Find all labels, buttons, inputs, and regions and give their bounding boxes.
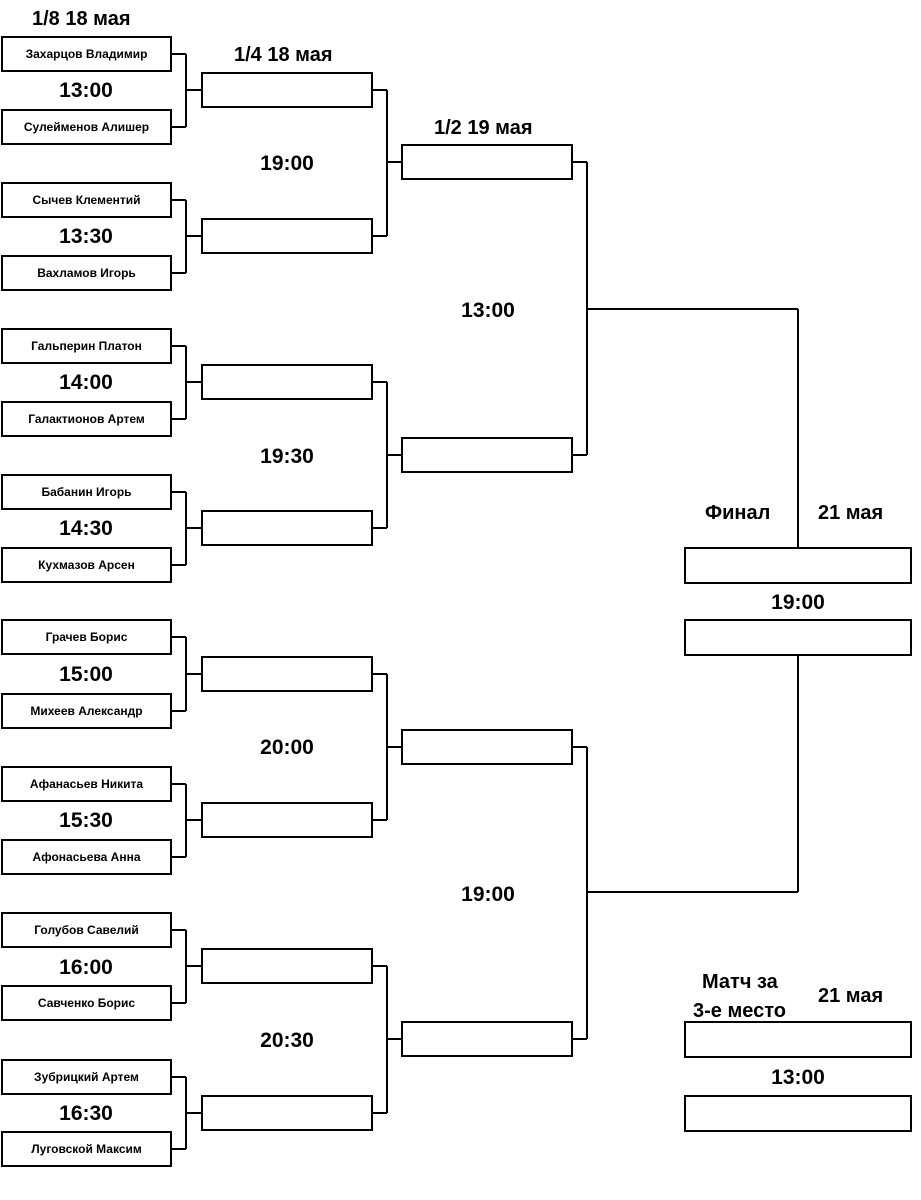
r16-match-6-time: 15:30 [59, 809, 113, 832]
r16-match-5-player-2: Михеев Александр [1, 693, 172, 729]
r16-match-4-time: 14:30 [59, 517, 113, 540]
third-place-label-line-2: 3-е место [693, 1000, 786, 1022]
sf-slot-3 [401, 729, 573, 765]
qf-slot-2 [201, 218, 373, 254]
third-place-slot-1 [684, 1021, 912, 1058]
final-time: 19:00 [771, 591, 825, 614]
final-label: Финал [705, 502, 771, 524]
r16-match-6-player-2: Афонасьева Анна [1, 839, 172, 875]
r16-match-3-player-1: Гальперин Платон [1, 328, 172, 364]
qf-slot-3 [201, 364, 373, 400]
r16-match-4-player-2: Кухмазов Арсен [1, 547, 172, 583]
r16-match-6-player-1: Афанасьев Никита [1, 766, 172, 802]
third-place-slot-2 [684, 1095, 912, 1132]
sf-slot-4 [401, 1021, 573, 1057]
qf-match-3-time: 20:00 [260, 736, 314, 759]
third-place-label-line-1: Матч за [702, 971, 778, 993]
quarterfinal-header: 1/4 18 мая [234, 44, 333, 66]
sf-match-1-time: 13:00 [461, 299, 515, 322]
sf-match-2-time: 19:00 [461, 883, 515, 906]
sf-slot-1 [401, 144, 573, 180]
r16-match-7-player-1: Голубов Савелий [1, 912, 172, 948]
qf-slot-8 [201, 1095, 373, 1131]
third-place-date: 21 мая [818, 985, 884, 1007]
final-date: 21 мая [818, 502, 884, 524]
r16-match-2-time: 13:30 [59, 225, 113, 248]
third-place-time: 13:00 [771, 1066, 825, 1089]
r16-match-7-player-2: Савченко Борис [1, 985, 172, 1021]
round-of-16-header: 1/8 18 мая [32, 8, 131, 30]
r16-match-2-player-2: Вахламов Игорь [1, 255, 172, 291]
r16-match-2-player-1: Сычев Клементий [1, 182, 172, 218]
r16-match-1-player-1: Захарцов Владимир [1, 36, 172, 72]
r16-match-8-player-1: Зубрицкий Артем [1, 1059, 172, 1095]
qf-slot-1 [201, 72, 373, 108]
sf-slot-2 [401, 437, 573, 473]
final-slot-1 [684, 547, 912, 584]
r16-match-3-player-2: Галактионов Артем [1, 401, 172, 437]
r16-match-4-player-1: Бабанин Игорь [1, 474, 172, 510]
qf-match-4-time: 20:30 [260, 1029, 314, 1052]
qf-slot-6 [201, 802, 373, 838]
final-slot-2 [684, 619, 912, 656]
qf-slot-4 [201, 510, 373, 546]
r16-match-5-time: 15:00 [59, 663, 113, 686]
semifinal-header: 1/2 19 мая [434, 117, 533, 139]
qf-match-1-time: 19:00 [260, 152, 314, 175]
qf-match-2-time: 19:30 [260, 445, 314, 468]
r16-match-8-time: 16:30 [59, 1102, 113, 1125]
qf-slot-5 [201, 656, 373, 692]
r16-match-8-player-2: Луговской Максим [1, 1131, 172, 1167]
qf-slot-7 [201, 948, 373, 984]
r16-match-3-time: 14:00 [59, 371, 113, 394]
r16-match-5-player-1: Грачев Борис [1, 619, 172, 655]
r16-match-1-player-2: Сулейменов Алишер [1, 109, 172, 145]
r16-match-7-time: 16:00 [59, 956, 113, 979]
r16-match-1-time: 13:00 [59, 79, 113, 102]
